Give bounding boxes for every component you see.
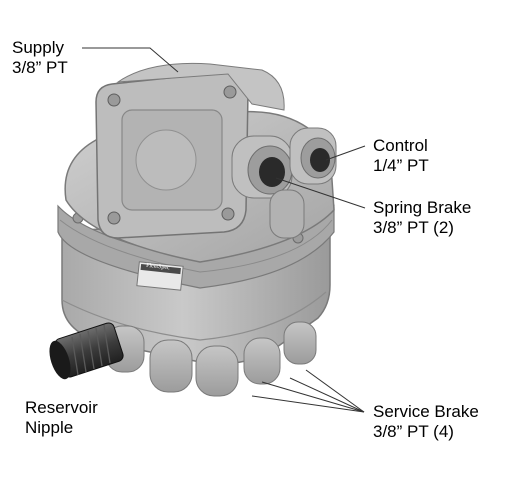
service-brake-ports (105, 321, 317, 397)
top-cover-plate (95, 62, 285, 239)
service-brake-leader-line-4 (305, 369, 365, 413)
control-callout: Control 1/4” PT (373, 136, 429, 176)
reservoir-callout: Reservoir Nipple (25, 398, 98, 438)
supply-callout: Supply 3/8” PT (12, 38, 68, 78)
leader-lines (82, 47, 366, 413)
reservoir-label: Reservoir (25, 398, 98, 417)
spring-brake-label: Spring Brake (373, 198, 472, 217)
service-brake-leader-line-1 (251, 395, 365, 413)
supply-label: Supply (12, 38, 64, 57)
supply-leader-line (82, 47, 179, 73)
service-brake-leader-line-2 (261, 381, 365, 413)
spring-brake-size: 3/8” PT (2) (373, 218, 454, 237)
control-leader-line (325, 145, 366, 161)
product-label-plate (136, 261, 184, 291)
service-brake-leader-line-3 (289, 377, 365, 413)
reservoir-size: Nipple (25, 418, 74, 437)
control-size: 1/4” PT (373, 156, 429, 175)
spring-brake-leader-line (275, 177, 366, 209)
service-brake-size: 3/8” PT (4) (373, 422, 454, 441)
service-brake-callout: Service Brake 3/8” PT (4) (373, 402, 479, 442)
spring-brake-callout: Spring Brake 3/8” PT (2) (373, 198, 471, 238)
control-label: Control (373, 136, 428, 155)
supply-size: 3/8” PT (12, 58, 68, 77)
service-brake-label: Service Brake (373, 402, 479, 421)
spring-brake-control-ports (231, 127, 337, 239)
reservoir-nipple (49, 322, 124, 380)
